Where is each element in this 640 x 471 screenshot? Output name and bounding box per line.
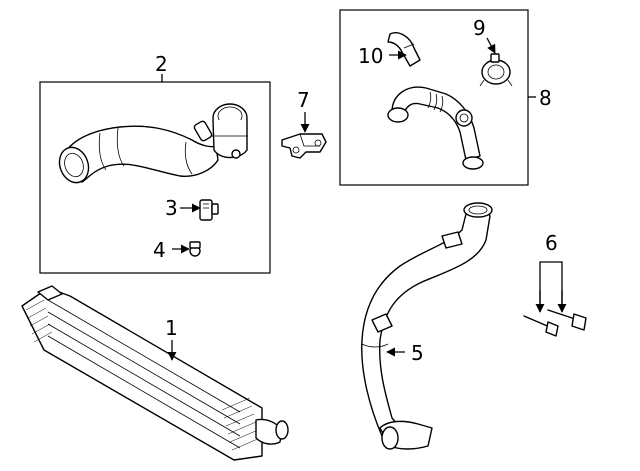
- callout-3: 3: [165, 196, 178, 220]
- screw-icon: [189, 241, 201, 257]
- callout-7: 7: [297, 88, 310, 112]
- intercooler-icon: [21, 285, 289, 461]
- leader-6: [539, 261, 563, 310]
- leader-9: [486, 37, 496, 54]
- hose-assembly-icon: [387, 86, 484, 170]
- outlet-hose-icon: [58, 103, 248, 184]
- callout-9: 9: [473, 16, 486, 40]
- callout-8: 8: [539, 86, 552, 110]
- callout-5: 5: [411, 341, 424, 365]
- group-box-2: [39, 81, 271, 274]
- callout-6: 6: [545, 231, 558, 255]
- callout-10: 10: [358, 44, 383, 68]
- callout-4: 4: [153, 238, 166, 262]
- inlet-pipe-icon: [361, 202, 493, 450]
- bolt-icon: [523, 309, 587, 337]
- callout-2: 2: [155, 52, 168, 76]
- valve-icon: [479, 53, 513, 87]
- clamp-hose-icon: [387, 32, 421, 67]
- callout-1: 1: [165, 316, 178, 340]
- bracket-icon: [281, 133, 327, 159]
- sensor-icon: [199, 199, 219, 221]
